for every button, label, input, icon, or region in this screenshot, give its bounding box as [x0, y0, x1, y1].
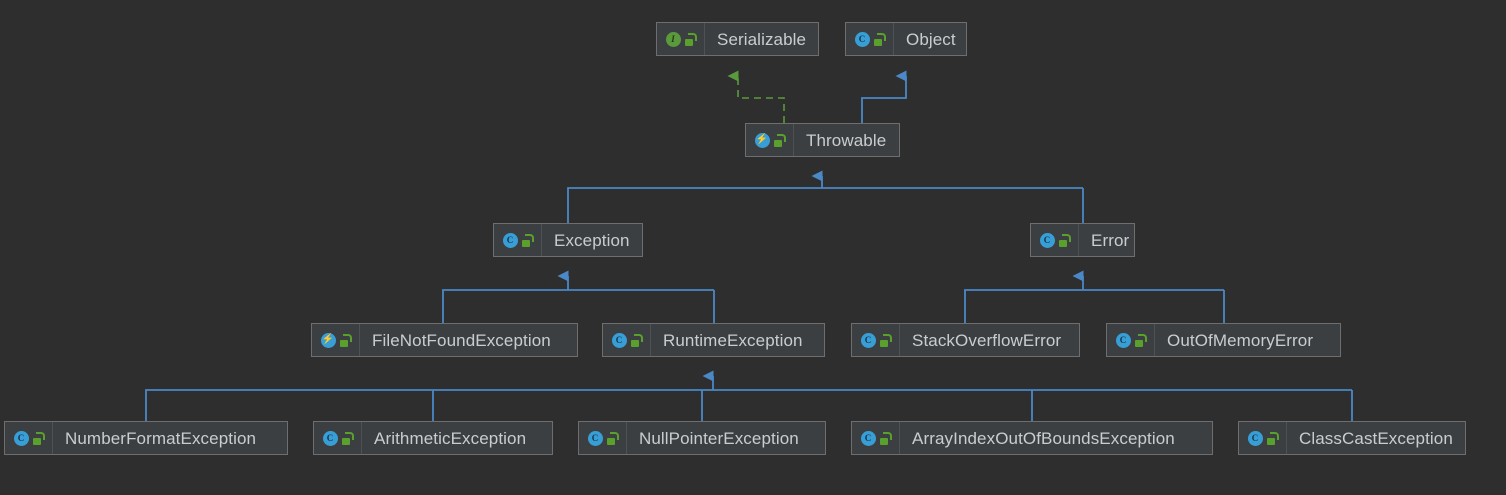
node-label: Object: [906, 29, 956, 49]
edge-group-runtimeexception-children: [145, 370, 1353, 421]
public-unlock-icon: [684, 32, 697, 46]
public-unlock-icon: [773, 133, 786, 147]
exception-class-icon: [754, 132, 770, 148]
public-unlock-icon: [879, 431, 892, 445]
public-unlock-icon: [1134, 333, 1147, 347]
public-unlock-icon: [1266, 431, 1279, 445]
class-icon: [860, 430, 876, 446]
node-icons: [603, 324, 651, 356]
edge-group-throwable-children: [567, 170, 1084, 223]
class-icon: [1039, 232, 1055, 248]
node-label: ArrayIndexOutOfBoundsException: [912, 428, 1175, 448]
node-label: StackOverflowError: [912, 330, 1062, 350]
node-outofmemoryerror[interactable]: OutOfMemoryError: [1106, 323, 1341, 357]
class-icon: [1115, 332, 1131, 348]
node-icons: [1107, 324, 1155, 356]
node-icons: [852, 324, 900, 356]
node-label: NullPointerException: [639, 428, 799, 448]
node-exception[interactable]: Exception: [493, 223, 643, 257]
class-icon: [1247, 430, 1263, 446]
node-numberformatexception[interactable]: NumberFormatException: [4, 421, 288, 455]
node-label: Throwable: [806, 130, 887, 150]
class-icon: [860, 332, 876, 348]
class-icon: [13, 430, 29, 446]
public-unlock-icon: [32, 431, 45, 445]
public-unlock-icon: [1058, 233, 1071, 247]
public-unlock-icon: [521, 233, 534, 247]
node-label: ArithmeticException: [374, 428, 527, 448]
node-icons: [1239, 422, 1287, 454]
node-arrayindexoutofboundsexception[interactable]: ArrayIndexOutOfBoundsException: [851, 421, 1213, 455]
node-filenotfoundexception[interactable]: FileNotFoundException: [311, 323, 578, 357]
class-icon: [611, 332, 627, 348]
public-unlock-icon: [341, 431, 354, 445]
node-classcastexception[interactable]: ClassCastException: [1238, 421, 1466, 455]
public-unlock-icon: [873, 32, 886, 46]
node-icons: [852, 422, 900, 454]
public-unlock-icon: [339, 333, 352, 347]
node-nullpointerexception[interactable]: NullPointerException: [578, 421, 826, 455]
class-icon: [587, 430, 603, 446]
node-throwable[interactable]: Throwable: [745, 123, 900, 157]
node-error[interactable]: Error: [1030, 223, 1135, 257]
node-icons: [1031, 224, 1079, 256]
edge-group-exception-children: [442, 270, 715, 323]
node-label: Error: [1091, 230, 1130, 250]
node-serializable[interactable]: Serializable: [656, 22, 819, 56]
public-unlock-icon: [606, 431, 619, 445]
node-icons: [314, 422, 362, 454]
node-label: Serializable: [717, 29, 807, 49]
node-label: ClassCastException: [1299, 428, 1453, 448]
node-icons: [579, 422, 627, 454]
exception-class-icon: [320, 332, 336, 348]
node-label: FileNotFoundException: [372, 330, 551, 350]
edge-group-error-children: [964, 270, 1225, 323]
node-icons: [494, 224, 542, 256]
node-icons: [5, 422, 53, 454]
node-object[interactable]: Object: [845, 22, 967, 56]
edge-throwable-to-serializable: [727, 70, 785, 123]
interface-icon: [665, 31, 681, 47]
class-icon: [322, 430, 338, 446]
node-icons: [746, 124, 794, 156]
edge-throwable-to-object: [861, 70, 907, 123]
public-unlock-icon: [879, 333, 892, 347]
node-icons: [846, 23, 894, 55]
node-icons: [312, 324, 360, 356]
node-stackoverflowerror[interactable]: StackOverflowError: [851, 323, 1080, 357]
node-runtimeexception[interactable]: RuntimeException: [602, 323, 825, 357]
node-icons: [657, 23, 705, 55]
node-arithmeticexception[interactable]: ArithmeticException: [313, 421, 553, 455]
node-label: NumberFormatException: [65, 428, 257, 448]
node-label: OutOfMemoryError: [1167, 330, 1314, 350]
class-icon: [502, 232, 518, 248]
class-icon: [854, 31, 870, 47]
node-label: RuntimeException: [663, 330, 803, 350]
public-unlock-icon: [630, 333, 643, 347]
node-label: Exception: [554, 230, 630, 250]
